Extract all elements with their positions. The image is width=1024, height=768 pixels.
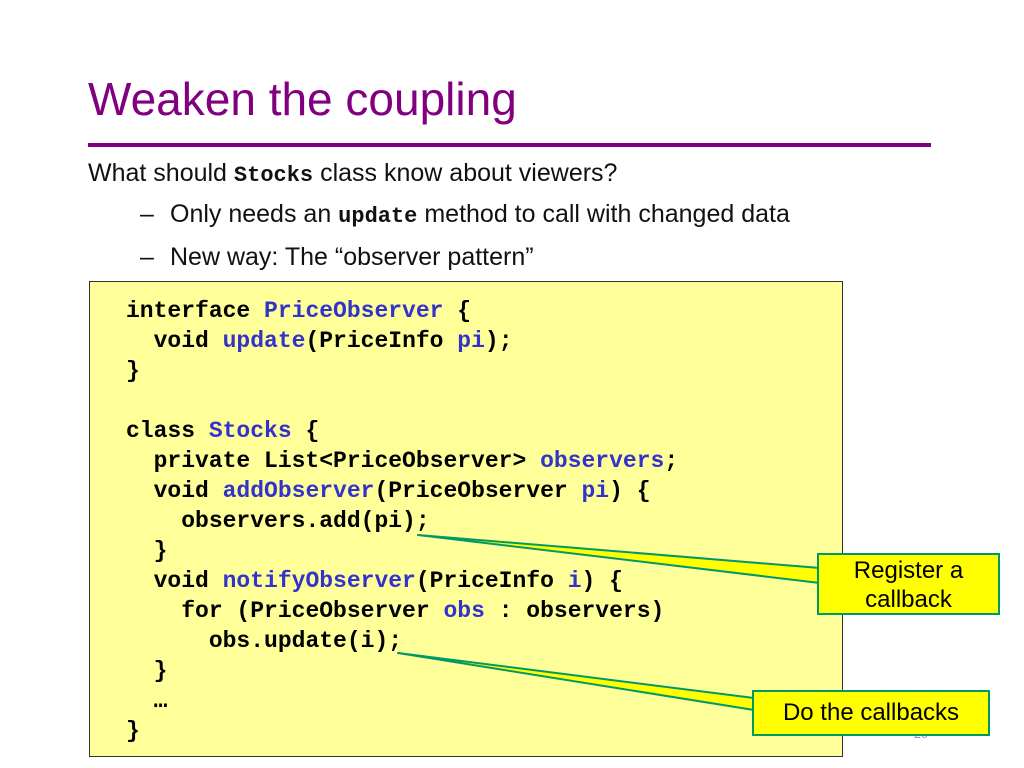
code-token: (PriceObserver	[374, 478, 582, 504]
slide-title: Weaken the coupling	[88, 73, 517, 125]
register-callout-pointer	[417, 534, 821, 584]
code-token: }	[126, 358, 140, 384]
bullet-1-after: class know about viewers?	[313, 159, 618, 187]
code-token: {	[443, 298, 472, 324]
code-token: (PriceInfo	[305, 328, 458, 354]
bullet-2: –Only needs an update method to call wit…	[140, 200, 790, 229]
code-token: private List<PriceObserver>	[153, 448, 541, 474]
code-token: ) {	[609, 478, 651, 504]
code-line: class Stocks {	[126, 416, 678, 446]
code-line: }	[126, 716, 678, 746]
code-token: obs.update(i);	[208, 628, 403, 654]
bullet-2-after: method to call with changed data	[417, 200, 790, 228]
code-token: );	[484, 328, 513, 354]
code-identifier: pi	[581, 478, 610, 504]
code-line: }	[126, 356, 678, 386]
code-token: ;	[664, 448, 679, 474]
code-token: interface	[126, 298, 265, 324]
code-token: void	[153, 478, 223, 504]
code-identifier: obs	[443, 598, 485, 624]
title-underline	[88, 143, 931, 147]
code-identifier: Stocks	[208, 418, 292, 444]
bullet-1-code: Stocks	[233, 163, 314, 188]
register-callout-line-1: Register a	[853, 557, 964, 584]
code-identifier: pi	[457, 328, 485, 354]
bullet-2-before: Only needs an	[170, 200, 339, 228]
register-callout-line-2: callback	[865, 586, 952, 613]
code-token: observers.add(pi);	[181, 508, 430, 534]
code-line: for (PriceObserver obs : observers)	[126, 596, 678, 626]
code-line: interface PriceObserver {	[126, 296, 678, 326]
code-line: void notifyObserver(PriceInfo i) {	[126, 566, 678, 596]
bullet-1-before: What should	[88, 159, 234, 187]
code-token: }	[126, 718, 140, 744]
bullet-3-before: New way: The “observer pattern”	[170, 243, 534, 271]
code-token: }	[153, 538, 168, 564]
code-identifier: update	[222, 328, 306, 354]
code-line: private List<PriceObserver> observers;	[126, 446, 679, 476]
bullet-3: –New way: The “observer pattern”	[140, 243, 534, 272]
code-identifier: observers	[540, 448, 665, 474]
code-identifier: notifyObserver	[222, 568, 416, 594]
code-token: for (PriceObserver	[181, 598, 444, 624]
bullet-1: What should Stocks class know about view…	[88, 159, 617, 188]
code-box	[89, 281, 843, 757]
code-token: ) {	[581, 568, 623, 594]
code-line: …	[126, 686, 678, 716]
code-identifier: i	[567, 568, 582, 594]
code-line: void update(PriceInfo pi);	[126, 326, 678, 356]
register-callback-callout: Register a callback	[817, 553, 1000, 615]
code-token: void	[153, 568, 223, 594]
code-line: }	[126, 536, 678, 566]
bullet-2-dash: –	[140, 200, 154, 228]
code-token: : observers)	[484, 598, 665, 624]
code-identifier: PriceObserver	[264, 298, 444, 324]
do-callbacks-callout-pointer	[397, 652, 755, 711]
code-line: void addObserver(PriceObserver pi) {	[126, 476, 678, 506]
code-token: …	[153, 688, 168, 714]
bullet-3-dash: –	[140, 243, 154, 271]
code-line: observers.add(pi);	[126, 506, 678, 536]
code-line: }	[126, 656, 678, 686]
code-token: }	[153, 658, 168, 684]
code-token: {	[291, 418, 320, 444]
code-token: void	[153, 328, 223, 354]
code-token: class	[126, 418, 209, 444]
code-token: (PriceInfo	[415, 568, 568, 594]
bullet-2-code: update	[338, 204, 418, 229]
code-line: obs.update(i);	[126, 626, 678, 656]
do-callbacks-callout: Do the callbacks	[752, 690, 990, 736]
code-identifier: addObserver	[222, 478, 375, 504]
code-listing: interface PriceObserver { void update(Pr…	[126, 296, 678, 746]
